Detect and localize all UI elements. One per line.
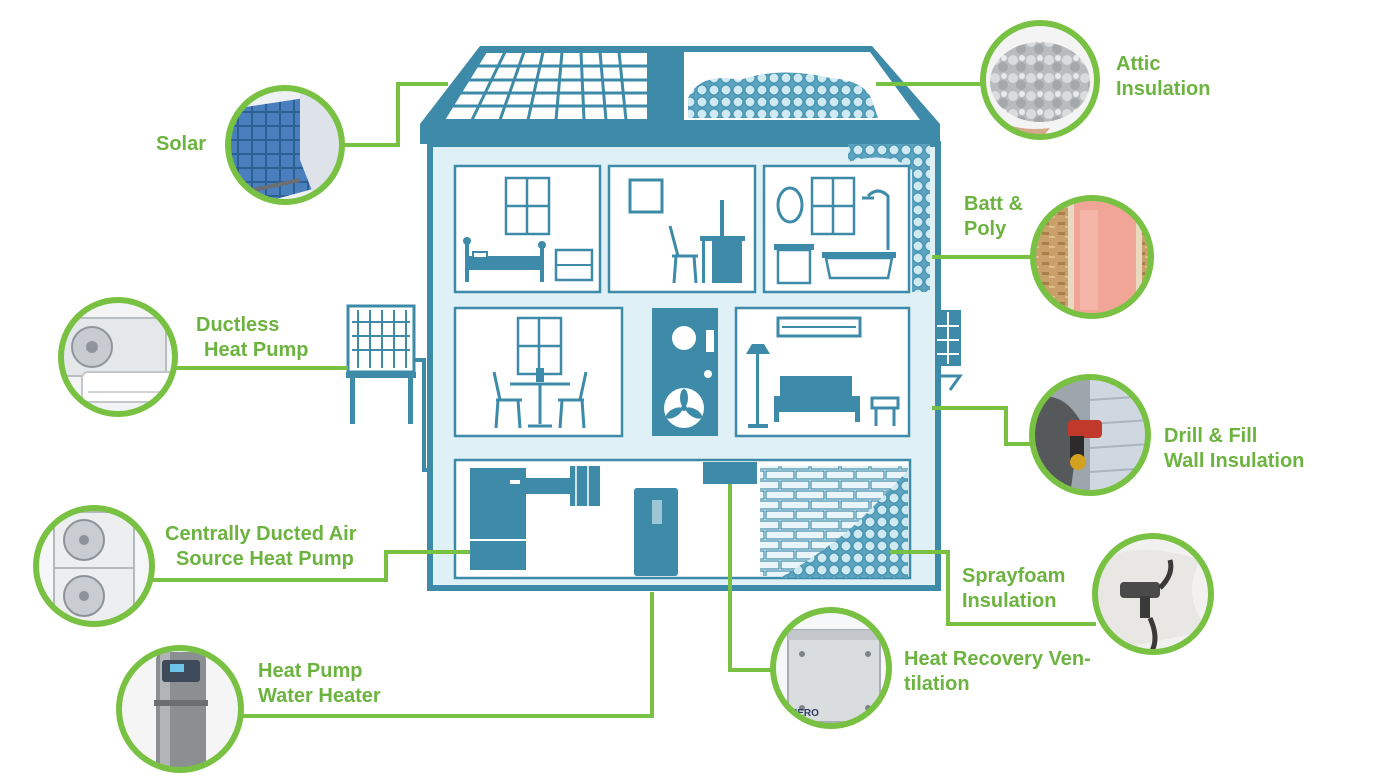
- hrv-unit-icon: [703, 462, 757, 484]
- floor-lamp-icon: [746, 344, 770, 428]
- water-leader: [241, 592, 654, 718]
- solar-array: [442, 51, 649, 121]
- ductwork-icon: [526, 466, 600, 506]
- sink-icon: [774, 244, 814, 285]
- water-heater-icon: [119, 648, 241, 770]
- central-label-line2: Source Heat Pump: [176, 548, 354, 570]
- house: [346, 46, 963, 591]
- leader-lines: [152, 82, 1096, 718]
- tank-icon: [672, 326, 696, 350]
- ductless-label-line2: Heat Pump: [204, 339, 308, 361]
- bedroom: [453, 164, 602, 294]
- outdoor-unit-icon: [36, 508, 152, 624]
- central-leader: [152, 550, 470, 582]
- attic-label-line1: Attic: [1116, 53, 1160, 75]
- spray-leader: [890, 550, 1096, 626]
- spray-label-line2: Insulation: [962, 590, 1056, 612]
- control-panel-icon: [706, 330, 714, 352]
- drill-callout: Drill & Fill Wall Insulation: [1029, 374, 1304, 496]
- solar-callout: Solar: [156, 85, 345, 205]
- shower-icon: [862, 189, 890, 250]
- water-label-line1: Heat Pump: [258, 660, 362, 682]
- bed-icon: [463, 237, 546, 282]
- drill-label-line2: Wall Insulation: [1164, 450, 1304, 472]
- bathroom: [762, 164, 911, 294]
- basement-sprayfoam: [780, 470, 908, 578]
- window-icon: [504, 176, 551, 236]
- batt-label-line1: Batt &: [964, 193, 1023, 215]
- water-label-line2: Water Heater: [258, 685, 381, 707]
- batt-label-line2: Poly: [964, 218, 1007, 240]
- batt-callout: Batt & Poly: [964, 193, 1154, 319]
- hrv-label-line2: tilation: [904, 673, 970, 695]
- hrv-brand-text: HERO: [790, 708, 819, 719]
- air-handler-icon: [470, 468, 526, 570]
- blown-insulation-icon: [983, 23, 1097, 137]
- ductless-label-line1: Ductless: [196, 314, 279, 336]
- hot-water-tank-icon: [634, 488, 678, 576]
- attic-callout: Attic Insulation: [980, 20, 1210, 140]
- spray-callout: Sprayfoam Insulation: [962, 533, 1214, 655]
- living-room: [734, 306, 911, 438]
- hrv-callout: HERO Heat Recovery Ven- tilation: [770, 607, 1091, 729]
- wall-loose-fill: [848, 144, 930, 292]
- solar-leader: [342, 82, 448, 147]
- ductless-callout: Ductless Heat Pump: [58, 297, 308, 417]
- basement: [453, 458, 912, 580]
- water-callout: Heat Pump Water Heater: [116, 645, 381, 773]
- ductless-outdoor-unit: [346, 304, 432, 472]
- attic-label-line2: Insulation: [1116, 78, 1210, 100]
- central-callout: Centrally Ducted Air Source Heat Pump: [33, 505, 357, 627]
- attic-loose-fill: [688, 72, 878, 118]
- central-label-line1: Centrally Ducted Air: [165, 523, 357, 545]
- dresser-icon: [554, 248, 594, 282]
- office: [607, 164, 757, 294]
- desk-icon: [700, 200, 745, 283]
- chair-icon: [668, 225, 698, 284]
- hrv-leader: [728, 484, 774, 672]
- drill-label-line1: Drill & Fill: [1164, 425, 1257, 447]
- window-icon: [810, 176, 856, 236]
- batt-insulation-icon: [1033, 198, 1151, 316]
- vase-icon: [536, 368, 544, 382]
- drill-icon: [1032, 377, 1148, 493]
- solar-array-grid: [449, 51, 648, 121]
- hrv-label-line1: Heat Recovery Ven-: [904, 648, 1091, 670]
- mirror-icon: [776, 186, 804, 224]
- roof-eave: [420, 124, 940, 144]
- solar-label-line1: Solar: [156, 133, 206, 155]
- ductless-unit-icon: [61, 300, 175, 414]
- spray-gun-icon: [1095, 536, 1211, 652]
- dining-room: [453, 306, 624, 438]
- mechanical-room: [652, 308, 718, 436]
- wall-vent-icon: [935, 310, 963, 391]
- drill-leader: [932, 406, 1032, 446]
- sofa-icon: [774, 376, 860, 422]
- side-table-icon: [870, 396, 900, 426]
- spray-label-line1: Sprayfoam: [962, 565, 1065, 587]
- bathtub-icon: [822, 252, 896, 280]
- hrv-box-icon: HERO: [773, 610, 889, 726]
- picture-frame-icon: [628, 178, 664, 214]
- dining-table-icon: [492, 371, 588, 429]
